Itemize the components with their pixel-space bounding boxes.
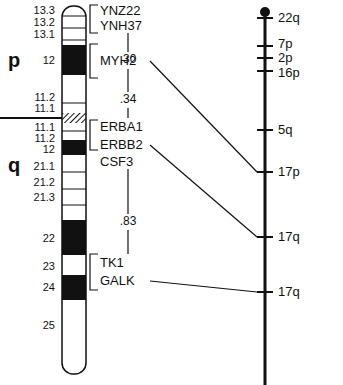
centromere-line <box>0 117 62 119</box>
map-label: 17q <box>278 230 300 244</box>
band-label: 11.2 <box>34 132 55 144</box>
map-label: 17p <box>278 165 300 179</box>
band-label: 11.1 <box>34 102 55 114</box>
map-label: 22q <box>278 11 300 25</box>
arm-label: q <box>8 154 20 176</box>
band-label: 22 <box>43 232 55 244</box>
band-label: 13.3 <box>34 4 55 16</box>
band-label: 11.1 <box>34 121 55 133</box>
band-label: 13.2 <box>34 16 55 28</box>
chromosome-ideogram <box>62 6 86 374</box>
gene-label: ERBA1 <box>100 120 143 134</box>
map-label: 16p <box>278 66 300 80</box>
band-label: 13.1 <box>34 28 55 40</box>
band-label: 12 <box>43 143 55 155</box>
linkage-map <box>257 7 273 385</box>
band-label: 23 <box>43 260 55 272</box>
band-label: 21.1 <box>34 160 55 172</box>
gene-bracket <box>90 5 98 290</box>
distance-label: .83 <box>118 214 139 229</box>
gene-label: YNZ22 <box>100 4 140 18</box>
gene-label: MYH2 <box>100 54 136 68</box>
map-label: 17q <box>278 285 300 299</box>
gene-label: YNH37 <box>100 19 142 33</box>
band-label: 12 <box>43 54 55 66</box>
map-label: 5q <box>278 123 292 137</box>
leader-line <box>150 61 257 292</box>
map-label: 7p <box>278 37 292 51</box>
map-label: 2p <box>278 51 292 65</box>
arm-label: p <box>8 49 20 71</box>
gene-label: TK1 <box>100 256 124 270</box>
band-label: 11.2 <box>34 91 55 103</box>
distance-label: .34 <box>118 92 139 107</box>
band-label: 25 <box>43 319 55 331</box>
band-label: 21.3 <box>34 191 55 203</box>
band-label: 24 <box>43 281 55 293</box>
gene-label: CSF3 <box>100 155 133 169</box>
gene-label: GALK <box>100 274 135 288</box>
gene-label: ERBB2 <box>100 138 143 152</box>
band-label: 21.2 <box>34 176 55 188</box>
